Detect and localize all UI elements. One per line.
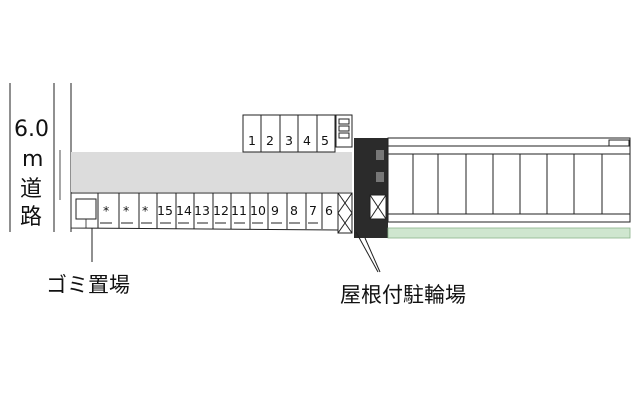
parking-slot-2: 2 — [266, 133, 274, 148]
parking-slot-5: 5 — [321, 133, 329, 148]
parking-slot-14: 14 — [176, 203, 192, 218]
road-char-michi: 道 — [20, 177, 42, 202]
parking-slot-1: 1 — [248, 133, 256, 148]
parking-slot-star-2: * — [123, 203, 129, 218]
parking-slot-6: 6 — [325, 203, 333, 218]
lawn-strip — [387, 227, 631, 239]
road-unit-label: m — [22, 147, 43, 172]
parking-slot-7: 7 — [309, 203, 317, 218]
upper-parking-block — [242, 114, 336, 153]
road-label: 6.0 m 道 路 — [14, 117, 49, 230]
parking-slot-8: 8 — [290, 203, 298, 218]
lower-slot-labels: * * * 15 14 13 12 11 10 9 8 7 6 — [103, 203, 333, 218]
building-units — [387, 137, 631, 223]
covered-bicycle-parking-label: 屋根付駐輪場 — [340, 283, 466, 307]
parking-slot-star-1: * — [103, 203, 109, 218]
parking-slot-4: 4 — [303, 133, 311, 148]
parking-slot-12: 12 — [213, 203, 229, 218]
parking-slot-3: 3 — [285, 133, 293, 148]
garbage-area-label: ゴミ置場 — [46, 273, 130, 297]
parking-slot-13: 13 — [194, 203, 210, 218]
leader-lines — [91, 228, 381, 273]
parking-slot-9: 9 — [271, 203, 279, 218]
road-width-label: 6.0 — [14, 117, 49, 142]
parking-slot-star-3: * — [142, 203, 148, 218]
parking-slot-11: 11 — [231, 203, 247, 218]
driveway — [71, 152, 352, 192]
parking-slot-10: 10 — [250, 203, 266, 218]
bike-rack-box — [337, 192, 353, 234]
road-char-ro: 路 — [20, 205, 42, 230]
garbage-area — [75, 198, 97, 228]
parking-slot-15: 15 — [157, 203, 173, 218]
lower-parking-block — [70, 192, 339, 231]
upper-slot-labels: 1 2 3 4 5 — [248, 133, 329, 148]
building-core — [354, 138, 388, 238]
meter-box — [335, 114, 353, 148]
